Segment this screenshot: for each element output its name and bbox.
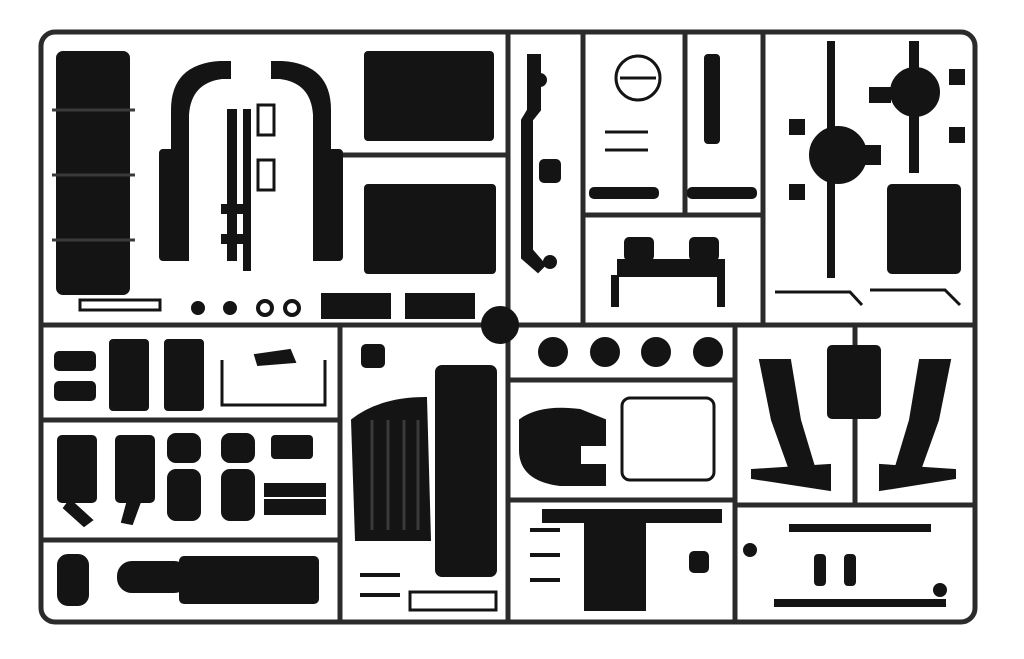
sprue-frame-icon [38, 29, 978, 625]
model-part-icon [52, 41, 965, 612]
